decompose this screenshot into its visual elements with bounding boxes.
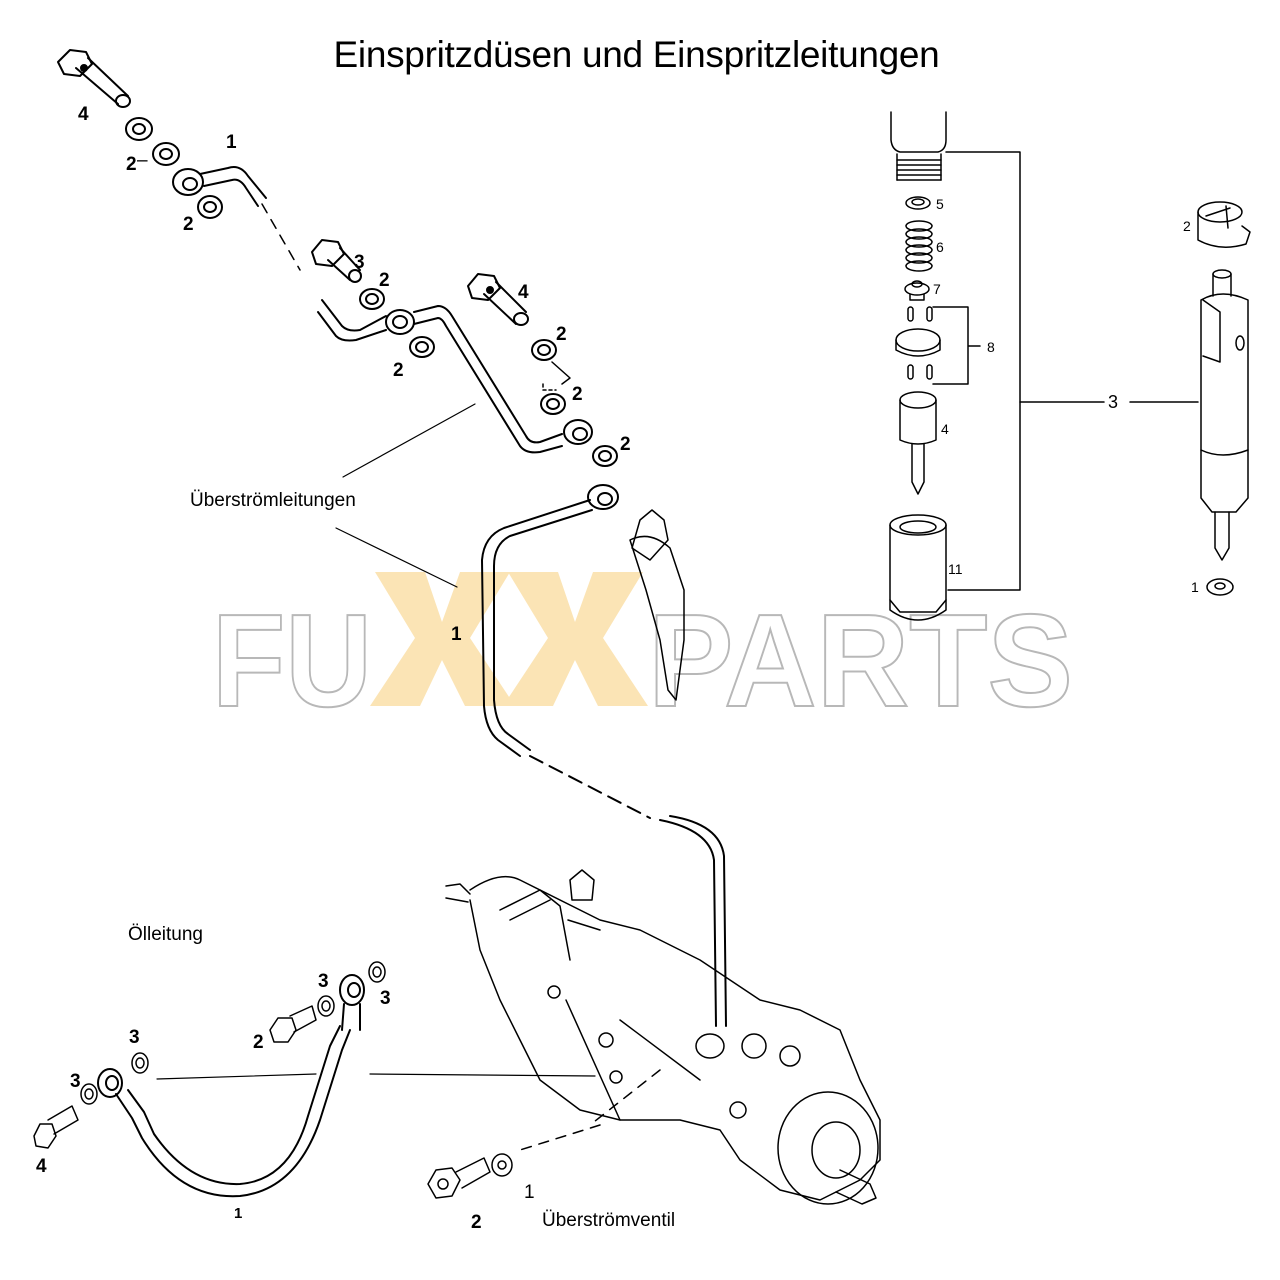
callout-3: 3	[318, 971, 329, 992]
callout-4: 4	[78, 104, 89, 125]
oil-line-hose	[97, 974, 365, 1198]
watermark-xx	[370, 572, 648, 706]
intermediate-washer-8	[895, 306, 981, 385]
callout-1: 1	[234, 1205, 242, 1222]
banjo-bolt-4-right	[467, 273, 529, 326]
callout-3: 3	[1108, 392, 1118, 412]
sealing-washer-1	[1206, 578, 1234, 596]
callout-5: 5	[936, 196, 944, 212]
callout-3: 3	[354, 252, 365, 273]
callout-2: 2	[183, 214, 194, 235]
svg-text:PARTS: PARTS	[648, 587, 1073, 734]
washers-right	[531, 339, 618, 467]
callout-2: 2	[126, 154, 137, 175]
nozzle-4	[899, 391, 937, 495]
leader-lines-center	[335, 527, 458, 588]
watermark-fu: FU	[211, 586, 373, 735]
banjo-bolt-3	[311, 239, 362, 283]
callout-2: 2	[253, 1032, 264, 1053]
callout-4: 4	[518, 282, 529, 303]
leader-lines-top	[342, 403, 476, 478]
watermark-parts: PARTS	[647, 586, 1074, 735]
overflow-valve-bolt-2	[427, 1157, 491, 1199]
callout-3: 3	[129, 1027, 140, 1048]
callout-1: 1	[1191, 579, 1199, 595]
callout-2: 2	[620, 434, 631, 455]
nozzle-nut-11	[889, 514, 947, 621]
callout-4: 4	[36, 1156, 47, 1177]
callout-6: 6	[936, 239, 944, 255]
shim-5	[905, 196, 931, 210]
injector-center	[629, 509, 685, 701]
oil-leader-lines	[156, 1073, 596, 1080]
callout-2: 2	[1183, 218, 1191, 234]
banjo-bolt-4-oil	[33, 1105, 79, 1149]
callout-2: 2	[393, 360, 404, 381]
overflow-valve-washer-1	[491, 1153, 513, 1177]
pressure-pin-7	[904, 280, 930, 301]
callout-dash: –	[137, 150, 148, 171]
callout-7: 7	[933, 281, 941, 297]
callout-1: 1	[451, 624, 462, 645]
spring-6	[905, 220, 933, 272]
section-label-overflow-valve: Überströmventil	[542, 1210, 676, 1231]
callout-2: 2	[379, 270, 390, 291]
banjo-bolt-2-oil	[269, 1005, 317, 1043]
injector-assembly	[1200, 269, 1249, 561]
callout-2: 2	[556, 324, 567, 345]
callout-4: 4	[941, 421, 949, 437]
callout-3: 3	[380, 988, 391, 1009]
banjo-bolt-4-top	[57, 49, 131, 108]
overflow-line-center	[481, 484, 727, 1027]
nozzle-holder-body	[890, 111, 1199, 591]
washer-2	[125, 117, 223, 219]
callout-11: 11	[948, 561, 963, 577]
callout-2: 2	[471, 1212, 482, 1233]
oil-washers	[80, 961, 386, 1105]
injection-line-middle	[317, 288, 563, 454]
section-label-oil-line: Ölleitung	[128, 924, 203, 945]
page-title: Einspritzdüsen und Einspritzleitungen	[333, 34, 940, 75]
callout-1: 1	[226, 132, 237, 153]
callout-3: 3	[70, 1071, 81, 1092]
callout-8: 8	[987, 339, 995, 355]
section-label-overflow-lines: Überströmleitungen	[190, 490, 356, 511]
clamp-2	[1197, 201, 1251, 248]
svg-text:FU: FU	[212, 587, 372, 734]
injection-pump	[445, 869, 881, 1205]
injection-line-1-top	[172, 166, 301, 271]
callout-1: 1	[524, 1182, 535, 1203]
callout-2: 2	[572, 384, 583, 405]
